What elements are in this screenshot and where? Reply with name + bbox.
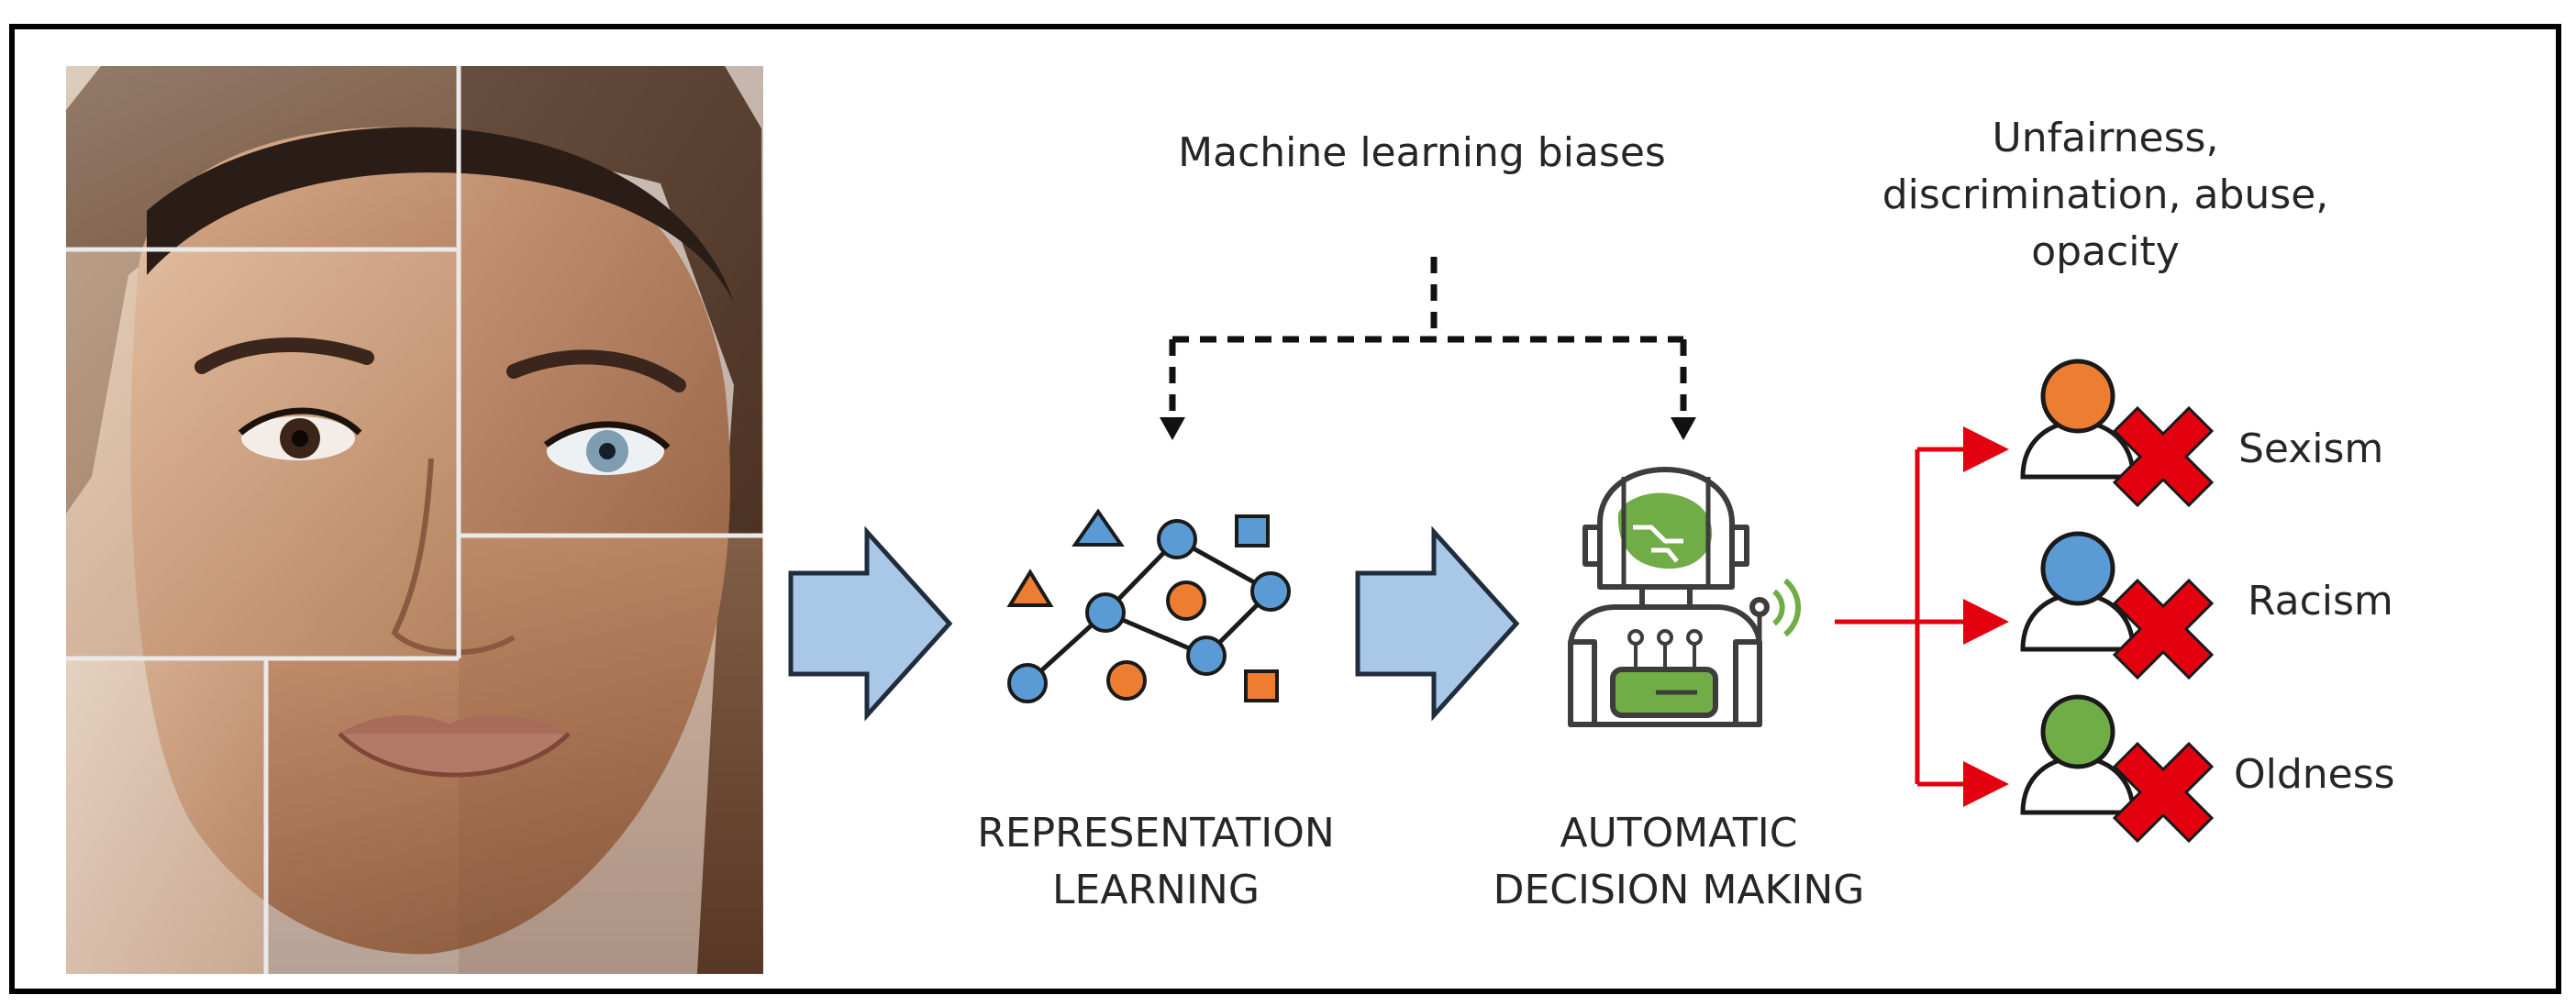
stage-representation-learning: REPRESENTATION LEARNING — [977, 810, 1335, 913]
stage-automatic-decision-making: AUTOMATIC DECISION MAKING — [1493, 810, 1865, 913]
outcome-oldness: Oldness — [2234, 751, 2395, 798]
bias-arrowhead-right — [1671, 417, 1696, 440]
x-mark-icon-oldness — [2112, 741, 2215, 844]
bias-label: Machine learning biases — [1178, 129, 1666, 176]
person-icon-racism — [2020, 531, 2136, 652]
face-photo-collage — [66, 66, 763, 974]
process-arrow-1 — [788, 525, 953, 722]
consequence-label: Unfairness, discrimination, abuse, opaci… — [1882, 115, 2329, 275]
x-mark-icon-racism — [2112, 578, 2215, 680]
person-icon-sexism — [2020, 359, 2136, 480]
outcome-racism: Racism — [2248, 578, 2393, 625]
outcome-sexism: Sexism — [2238, 426, 2384, 472]
bias-connector — [1169, 257, 1687, 417]
process-arrow-2 — [1355, 525, 1520, 722]
robot-icon — [1568, 467, 1802, 727]
network-graph-icon — [1006, 508, 1291, 703]
x-mark-icon-sexism — [2112, 405, 2215, 508]
bias-arrowhead-left — [1160, 417, 1185, 440]
red-branch-connector — [1835, 426, 2009, 807]
person-icon-oldness — [2020, 694, 2136, 815]
